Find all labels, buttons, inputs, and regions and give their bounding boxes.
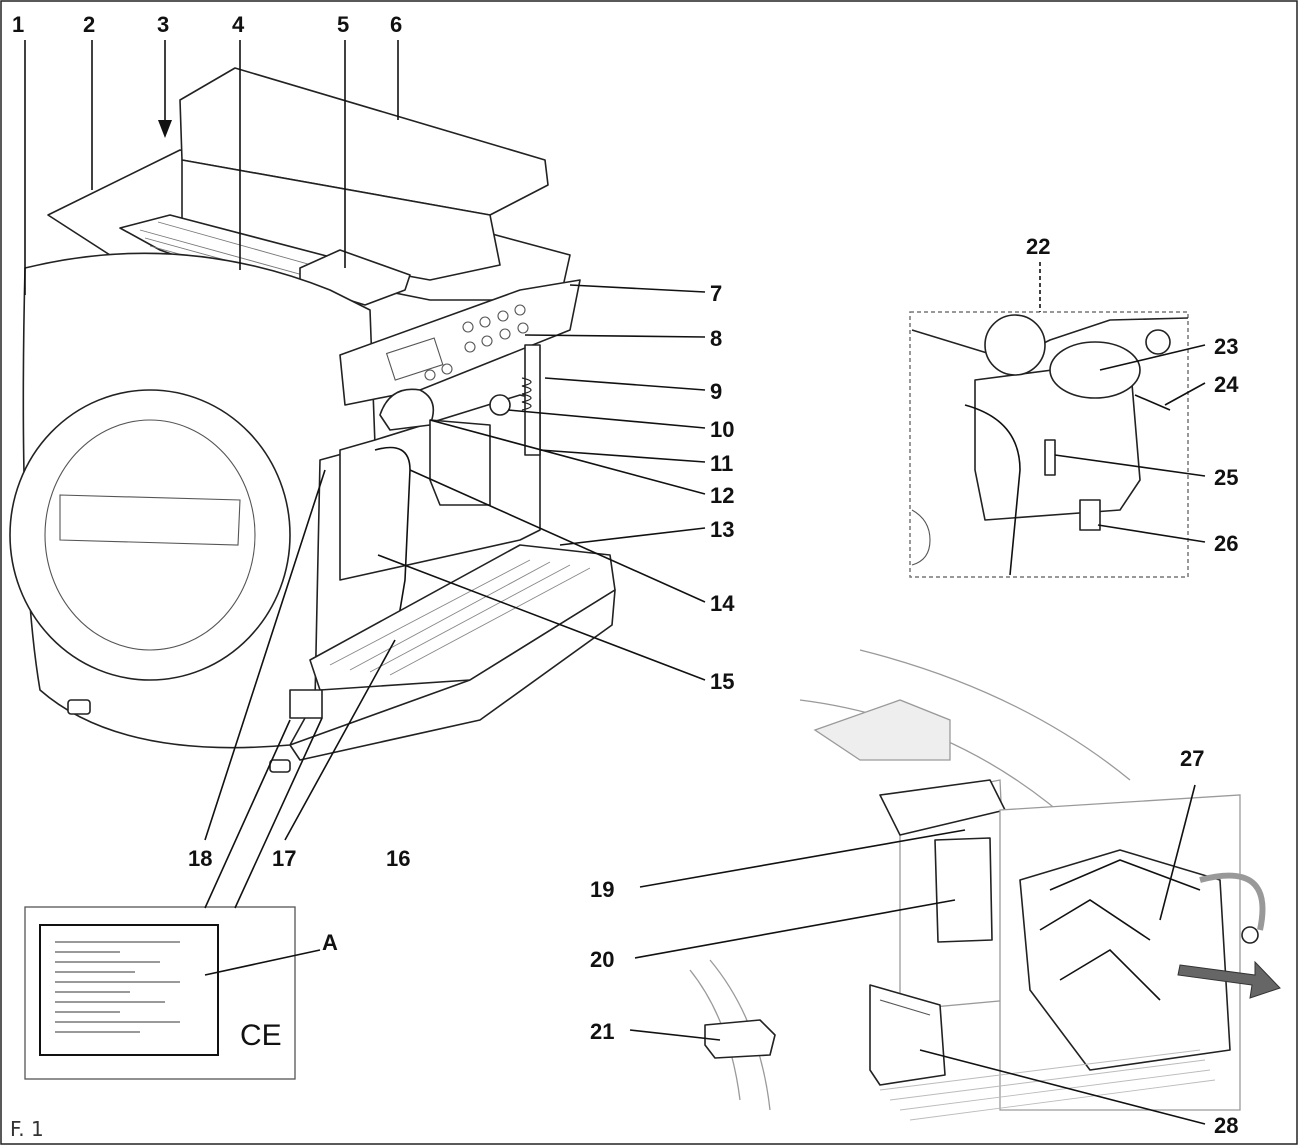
callout-7: 7 (710, 281, 722, 306)
coffee-ground-chute (934, 837, 993, 943)
detail-view-22 (909, 311, 1189, 578)
callout-13: 13 (710, 517, 734, 542)
grounds-container (869, 984, 946, 1086)
callout-11: 11 (710, 451, 733, 476)
leader-lines (24, 40, 1206, 1125)
rating-plate-position (289, 689, 323, 719)
steam-wand (524, 344, 541, 456)
callout-21: 21 (590, 1019, 614, 1044)
grounds-drawer-front (289, 589, 616, 761)
ce-mark: CE (240, 1019, 282, 1052)
callout-10: 10 (710, 417, 734, 442)
callout-9: 9 (710, 379, 722, 404)
detail-selector (984, 314, 1046, 376)
rating-plate-detail: CE (24, 717, 323, 1080)
detail-top-panel (813, 699, 951, 761)
callout-27: 27 (1180, 746, 1204, 771)
callout-24: 24 (1214, 372, 1239, 397)
rating-plate-leader-right (234, 717, 323, 909)
callout-15: 15 (710, 669, 734, 694)
display-screen (385, 337, 444, 381)
callout-12: 12 (710, 483, 734, 508)
callout-18: 18 (188, 846, 212, 871)
callout-6: 6 (390, 12, 402, 37)
callout-14: 14 (710, 591, 735, 616)
callout-25: 25 (1214, 465, 1238, 490)
small-drawer (704, 1019, 776, 1059)
coffee-spout (429, 419, 491, 506)
callout-labels: 1 2 3 4 5 6 7 8 9 10 11 12 13 14 15 16 1… (10, 12, 1239, 1141)
callout-2: 2 (83, 12, 95, 37)
callout-22: 22 (1026, 234, 1050, 259)
callout-A: A (322, 930, 338, 955)
rating-plate-leader-left (204, 719, 291, 909)
steam-knob (489, 394, 511, 416)
callout-23: 23 (1214, 334, 1238, 359)
callout-16: 16 (386, 846, 410, 871)
callout-8: 8 (710, 326, 722, 351)
brew-unit (1019, 849, 1231, 1071)
detail-view-brew-unit (689, 649, 1281, 1121)
callout-28: 28 (1214, 1113, 1238, 1138)
side-panel-slot (59, 494, 241, 546)
callout-19: 19 (590, 877, 614, 902)
rating-plate (39, 924, 219, 1056)
removal-arrow (1177, 960, 1281, 999)
callout-5: 5 (337, 12, 349, 37)
detail-cappuccino-unit (1049, 341, 1141, 399)
main-machine-illustration (9, 67, 616, 773)
callout-20: 20 (590, 947, 614, 972)
callout-3: 3 (157, 12, 169, 37)
figure-label: F. 1 (10, 1117, 44, 1141)
callout-26: 26 (1214, 531, 1238, 556)
callout-1: 1 (12, 12, 24, 37)
callout-17: 17 (272, 846, 296, 871)
callout-4: 4 (232, 12, 245, 37)
